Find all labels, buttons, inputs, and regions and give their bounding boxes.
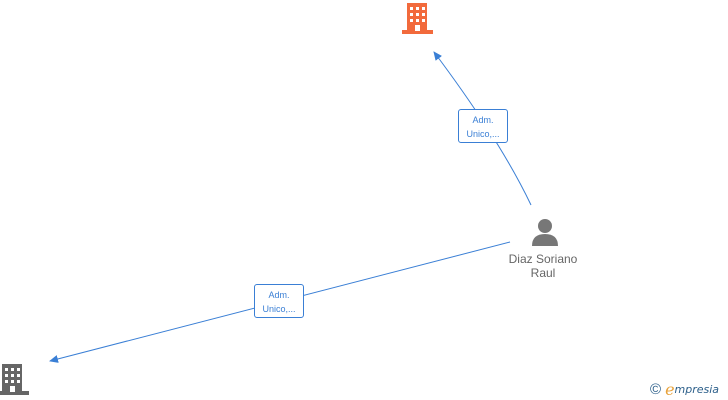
company-left-building-icon[interactable] [0,364,29,395]
edge-label-left-line1: Adm. [268,290,290,300]
edge-label-left[interactable]: Adm. Unico,... [254,284,304,318]
person-name-line2: Raul [530,266,556,280]
edge-label-top-line2: Unico,... [466,129,500,139]
person-name[interactable]: Diaz Soriano Raul [498,252,588,280]
copyright-icon: © [650,380,662,398]
edge-label-left-line2: Unico,... [262,304,296,314]
brand-logo-initial: e [665,379,675,399]
person-name-line1: Diaz Soriano [508,252,578,266]
brand-logo-text: mpresia [674,382,720,396]
person-icon[interactable] [532,219,558,246]
company-top-building-icon[interactable] [402,3,433,34]
edge-label-top-line1: Adm. [472,115,494,125]
edge-label-top[interactable]: Adm. Unico,... [458,109,508,143]
brand-watermark: © e mpresia [650,379,720,399]
